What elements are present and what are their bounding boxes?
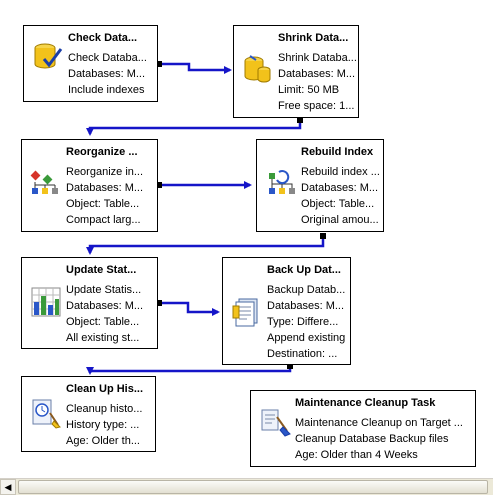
connector-start-dot [320,233,326,239]
connector-backup-to-cleanup [86,366,292,375]
task-detail: Object: Table... [301,198,375,210]
task-rebuild-index[interactable]: Rebuild Index Rebuild index ... Database… [256,139,384,232]
rebuild-index-icon [265,168,297,200]
task-detail: Check Databa... [68,52,147,64]
connector-start-dot [287,363,293,369]
task-detail: Reorganize in... [66,166,144,178]
task-title: Shrink Data... [278,32,349,44]
task-detail: Free space: 1... [278,100,355,112]
task-check-database[interactable]: Check Data... Check Databa... Databases:… [23,25,158,102]
task-detail: All existing st... [66,332,140,344]
connector-check-to-shrink [159,62,232,74]
task-cleanup-history[interactable]: Clean Up His... Cleanup histo... History… [21,376,156,452]
task-backup-database[interactable]: Back Up Dat... Backup Datab... Databases… [222,257,351,365]
task-detail: Backup Datab... [267,284,346,296]
scroll-left-button[interactable]: ◀ [0,479,16,495]
task-detail: Append existing [267,332,346,344]
task-title: Rebuild Index [301,146,374,158]
task-detail: Object: Table... [66,198,140,210]
connector-start-dot [156,300,162,306]
task-detail: Destination: ... [267,348,338,360]
task-detail: Object: Table... [66,316,140,328]
update-statistics-icon [30,286,62,318]
task-title: Back Up Dat... [267,264,341,276]
task-detail: Update Statis... [66,284,142,296]
task-detail: Databases: M... [66,182,144,194]
task-detail: Type: Differe... [267,316,339,328]
task-detail: Compact larg... [66,214,141,226]
precedence-connectors [86,61,326,375]
database-check-icon [32,40,64,72]
task-detail: Include indexes [68,84,145,96]
task-detail: Databases: M... [267,300,345,312]
task-reorganize-index[interactable]: Reorganize ... Reorganize in... Database… [21,139,158,232]
task-detail: Age: Older than 4 Weeks [295,449,418,461]
connector-rebuild-to-update [86,236,325,255]
task-detail: Rebuild index ... [301,166,380,178]
task-shrink-database[interactable]: Shrink Data... Shrink Databa... Database… [233,25,359,118]
task-title: Update Stat... [66,264,137,276]
maintenance-cleanup-icon [259,405,291,437]
task-detail: Shrink Databa... [278,52,356,64]
task-detail: Databases: M... [66,300,144,312]
task-detail: Maintenance Cleanup on Target ... [295,417,463,429]
horizontal-scrollbar[interactable]: ◀ [0,478,493,495]
task-detail: Original amou... [301,214,379,226]
database-shrink-icon [242,52,274,84]
task-title: Check Data... [68,32,138,44]
connector-update-to-backup [159,301,220,316]
task-detail: Cleanup histo... [66,403,143,415]
design-surface: Check Data... Check Databa... Databases:… [21,25,476,467]
task-title: Reorganize ... [66,146,138,158]
task-detail: Databases: M... [278,68,356,80]
task-update-statistics[interactable]: Update Stat... Update Statis... Database… [21,257,158,349]
task-maintenance-cleanup[interactable]: Maintenance Cleanup Task Maintenance Cle… [250,390,476,467]
backup-database-icon [231,296,263,328]
chevron-left-icon: ◀ [4,481,12,492]
connector-shrink-to-reorganize [86,120,302,136]
task-detail: Age: Older th... [66,435,140,447]
cleanup-history-icon [30,397,62,429]
connector-start-dot [156,182,162,188]
connector-start-dot [156,61,162,67]
task-title: Clean Up His... [66,383,144,395]
task-title: Maintenance Cleanup Task [295,397,436,409]
connector-start-dot [297,117,303,123]
task-detail: Limit: 50 MB [278,84,340,96]
scroll-thumb[interactable] [18,480,488,494]
reorganize-index-icon [30,168,62,200]
task-detail: Databases: M... [301,182,379,194]
task-detail: Cleanup Database Backup files [295,433,449,445]
task-detail: History type: ... [66,419,140,431]
task-detail: Databases: M... [68,68,146,80]
